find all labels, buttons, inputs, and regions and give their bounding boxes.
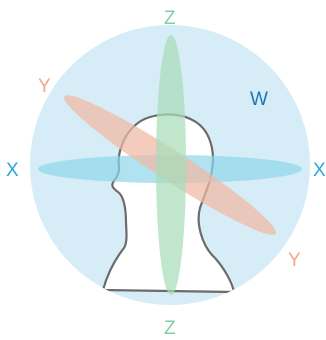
- y-top-label: Y: [38, 76, 51, 97]
- x-right-label: X: [313, 160, 326, 181]
- x-left-label: X: [6, 160, 19, 181]
- z-bottom-label: Z: [164, 318, 176, 339]
- y-bottom-label: Y: [288, 250, 301, 271]
- w-label: W: [250, 89, 268, 110]
- z-top-label: Z: [164, 8, 176, 29]
- z-axis-lobe: [156, 35, 186, 295]
